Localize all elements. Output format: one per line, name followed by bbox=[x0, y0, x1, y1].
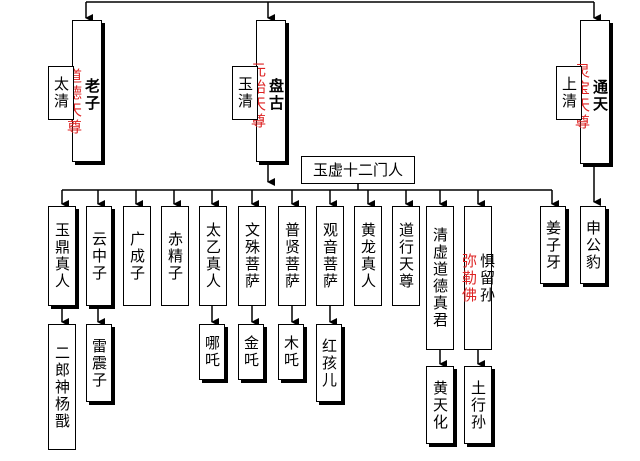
node-yuqing: 玉清 bbox=[232, 66, 258, 120]
child-taiyi: 太乙真人 bbox=[199, 206, 227, 306]
child-huanglong: 黄龙真人 bbox=[354, 206, 382, 306]
child-puxian: 普贤菩萨 bbox=[278, 206, 306, 306]
child-shengongbao: 申公豹 bbox=[580, 206, 606, 284]
child-yuding: 玉鼎真人 bbox=[48, 206, 76, 306]
child-chijing: 赤精子 bbox=[161, 206, 189, 306]
child-daoxing: 道行天尊 bbox=[392, 206, 420, 306]
node-tongtian: 通天 灵宝天尊 bbox=[573, 20, 610, 164]
child-wenshu: 文殊菩萨 bbox=[238, 206, 266, 306]
grandchild-leizhenzi: 雷震子 bbox=[86, 324, 112, 402]
grandchild-nezha: 哪吒 bbox=[199, 324, 225, 380]
grandchild-tuxingsun: 土行孙 bbox=[464, 366, 492, 444]
node-name: 老子 bbox=[83, 78, 101, 112]
child-jiangziya: 姜子牙 bbox=[540, 206, 566, 284]
node-name: 盘古 bbox=[267, 78, 285, 112]
node-shangqing: 上清 bbox=[556, 66, 582, 120]
grandchild-erlang: 二郎神杨戬 bbox=[48, 324, 76, 450]
node-name: 通天 bbox=[591, 79, 609, 113]
node-taiqing: 太清 bbox=[48, 66, 74, 120]
node-pangu: 盘古 元始天尊 bbox=[249, 20, 286, 162]
grandchild-jinzha: 金吒 bbox=[238, 324, 264, 380]
node-yuxu-twelve: 玉虚十二门人 bbox=[301, 156, 415, 184]
child-guanyin: 观音菩萨 bbox=[316, 206, 344, 306]
child-qingxu: 清虚道德真君 bbox=[426, 206, 454, 350]
node-laozi: 老子 道德天尊 bbox=[65, 20, 102, 162]
child-yunzhong: 云中子 bbox=[86, 206, 112, 306]
child-julieliu: 惧留孙 弥勒佛 bbox=[460, 206, 496, 350]
child-guangcheng: 广成子 bbox=[123, 206, 151, 306]
grandchild-honghaier: 红孩儿 bbox=[316, 324, 342, 402]
grandchild-huangtianhua: 黄天化 bbox=[426, 366, 454, 444]
grandchild-muzha: 木吒 bbox=[278, 324, 304, 380]
